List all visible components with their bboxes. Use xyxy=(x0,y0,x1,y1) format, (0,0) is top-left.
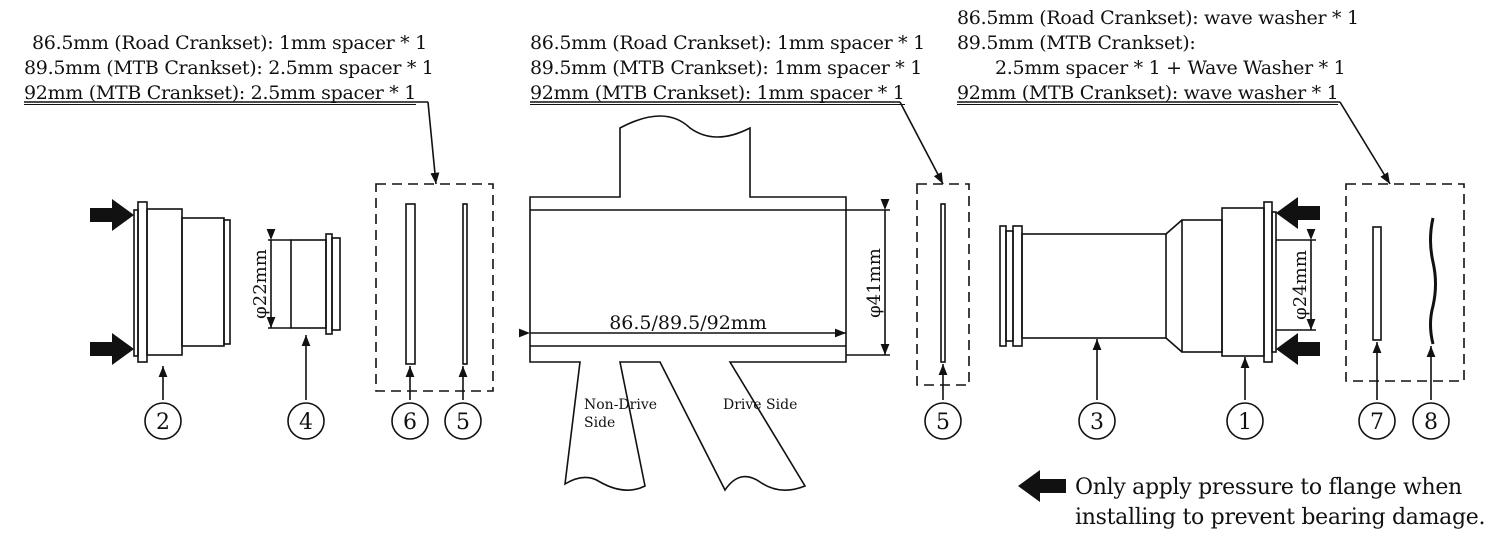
part-4-sleeve xyxy=(266,228,341,335)
note-left-line-2: 89.5mm (MTB Crankset): 2.5mm spacer * 1 xyxy=(24,57,434,79)
part-circle-4 xyxy=(287,402,325,440)
part-5-spacer-right xyxy=(940,203,946,363)
legend-line-2: installing to prevent bearing damage. xyxy=(1075,505,1486,530)
part-1-flange xyxy=(1221,201,1316,363)
spacer-note-right: 86.5mm (Road Crankset): wave washer * 1 … xyxy=(957,6,1359,106)
note-right-line-1: 86.5mm (Road Crankset): wave washer * 1 xyxy=(957,7,1359,29)
part-number: 5 xyxy=(936,410,950,435)
shell-diameter-label: φ41mm xyxy=(864,248,885,318)
part-circle-3 xyxy=(1078,402,1116,440)
legend-arrow-icon xyxy=(1018,470,1066,502)
spacer-box-left xyxy=(375,183,494,392)
frame-shell xyxy=(518,115,890,492)
non-drive-label-1: Non-Drive xyxy=(584,397,657,413)
part-circle-7 xyxy=(1358,402,1396,440)
drive-side-label: Drive Side xyxy=(723,397,797,413)
part-circle-8 xyxy=(1412,402,1450,440)
spacer-box-right xyxy=(1345,183,1465,382)
part-number: 7 xyxy=(1370,410,1384,435)
part-6-spacer xyxy=(405,203,416,365)
note-left-line-3: 92mm (MTB Crankset): 2.5mm spacer * 1 xyxy=(24,82,417,105)
note-middle-line-3: 92mm (MTB Crankset): 1mm spacer * 1 xyxy=(530,82,905,105)
note-right-line-4: 92mm (MTB Crankset): wave washer * 1 xyxy=(957,82,1339,105)
part-circle-1 xyxy=(1226,402,1264,440)
pressure-arrow-icon xyxy=(90,333,134,365)
part-2-cup xyxy=(133,201,231,363)
pressure-arrow-icon xyxy=(1276,333,1320,365)
part-number: 3 xyxy=(1090,410,1104,435)
part-number: 2 xyxy=(156,410,170,435)
note-middle-line-2: 89.5mm (MTB Crankset): 1mm spacer * 1 xyxy=(530,57,923,79)
legend-line-1: Only apply pressure to flange when xyxy=(1075,475,1462,500)
part-number: 6 xyxy=(403,410,417,435)
part-circle-2 xyxy=(144,402,182,440)
note-right-line-2: 89.5mm (MTB Crankset): xyxy=(957,32,1196,54)
note-left-line-1: 86.5mm (Road Crankset): 1mm spacer * 1 xyxy=(32,32,427,54)
part-8-wave-washer xyxy=(1429,217,1437,345)
spacer-note-left: 86.5mm (Road Crankset): 1mm spacer * 1 xyxy=(32,31,427,56)
part-number: 1 xyxy=(1238,410,1252,435)
part-circle-5b xyxy=(924,402,962,440)
pressure-legend: Only apply pressure to flange when insta… xyxy=(1075,473,1485,533)
note-right-line-3: 2.5mm spacer * 1 + Wave Washer * 1 xyxy=(995,57,1346,79)
leader-left xyxy=(427,101,440,185)
part-number: 4 xyxy=(299,410,313,435)
sleeve-diameter-label: φ22mm xyxy=(250,249,271,319)
spacer-box-middle xyxy=(916,183,970,386)
leader-right xyxy=(1339,101,1391,185)
note-middle-line-1: 86.5mm (Road Crankset): 1mm spacer * 1 xyxy=(530,32,925,54)
part-number: 5 xyxy=(456,410,470,435)
part-3-sleeve-cup xyxy=(999,219,1223,353)
part-5-spacer-left xyxy=(462,203,468,365)
part-number: 8 xyxy=(1424,410,1438,435)
part-circle-5a xyxy=(444,402,482,440)
bb-width-label: 86.5/89.5/92mm xyxy=(609,312,767,334)
pressure-arrow-icon xyxy=(1276,197,1320,229)
cup-diameter-label: φ24mm xyxy=(1290,250,1311,320)
spacer-note-left-2: 89.5mm (MTB Crankset): 2.5mm spacer * 1 … xyxy=(24,56,434,106)
part-circle-6 xyxy=(391,402,429,440)
non-drive-label-2: Side xyxy=(584,415,615,431)
pressure-arrow-icon xyxy=(90,199,134,231)
part-7-spacer xyxy=(1372,226,1382,341)
spacer-note-middle: 86.5mm (Road Crankset): 1mm spacer * 1 8… xyxy=(530,31,925,106)
leader-middle xyxy=(899,101,944,185)
pressure-arrows xyxy=(90,197,1320,502)
